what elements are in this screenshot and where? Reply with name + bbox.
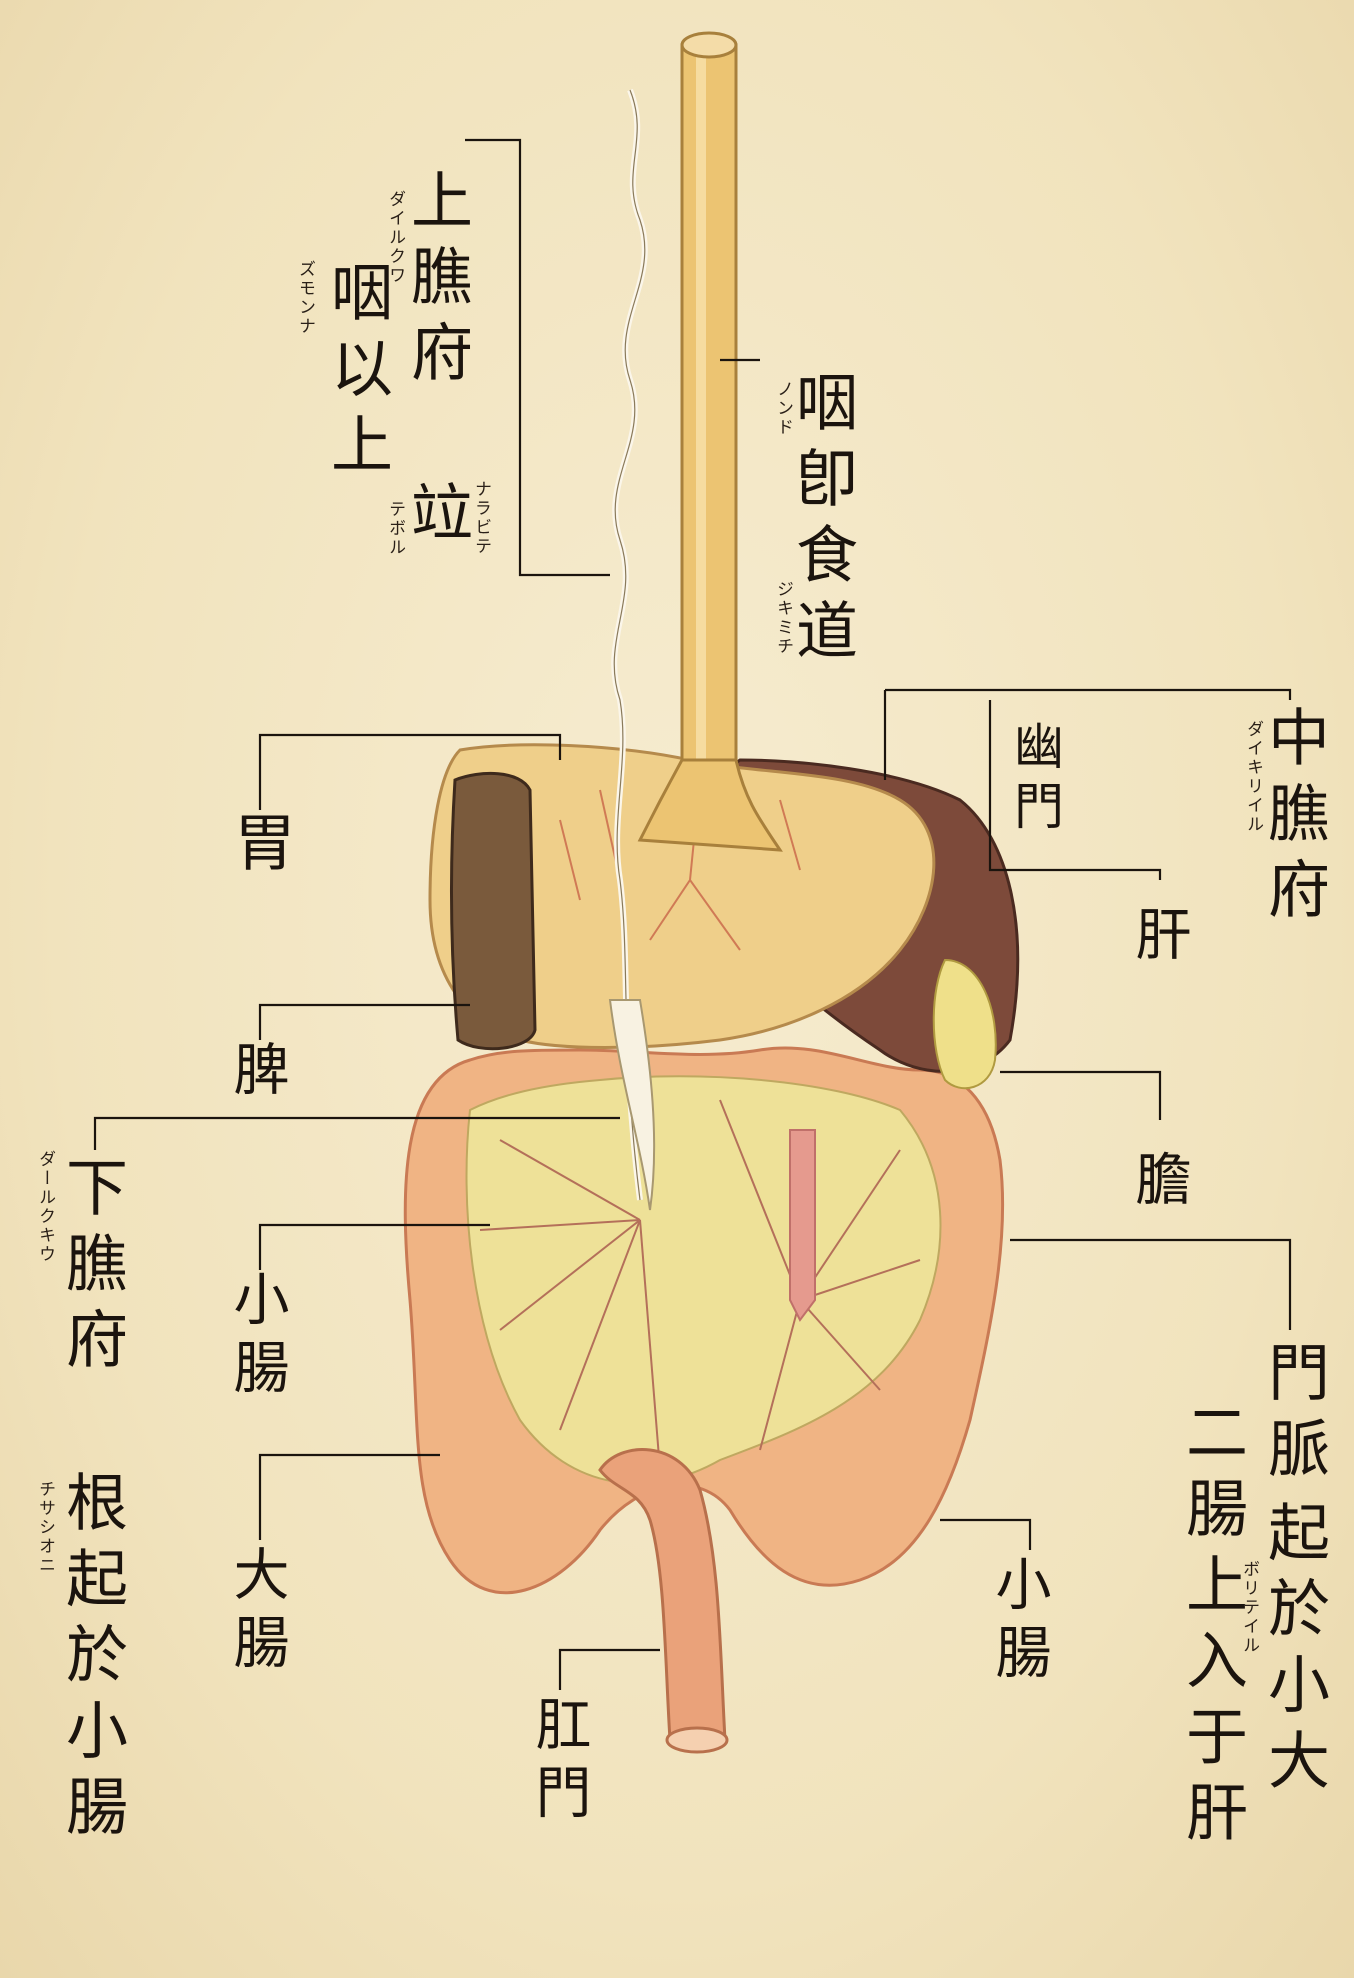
kana-upper-c: テボル [386, 500, 403, 557]
label-small-intestine-left: 小腸 [228, 1270, 284, 1406]
label-middle-jiao: 中膲府 [1262, 705, 1324, 933]
label-lower-origin: 根起於小腸 [60, 1470, 122, 1850]
kana-upper-a: ダイルクワ [386, 190, 403, 285]
label-liver: 肝 [1130, 905, 1186, 973]
spleen-shape [452, 773, 535, 1048]
label-upper-jiao: 上膲府 [405, 168, 467, 396]
esophagus-shape [640, 33, 780, 850]
kana-lower-a: ダールクキウ [36, 1150, 53, 1264]
label-upper-and: 竝 [405, 480, 467, 556]
kana-esophagus-a: ノンド [774, 380, 791, 437]
label-pylorus: 幽門 [1010, 720, 1060, 840]
portal-vein-shape [790, 1130, 815, 1320]
kana-upper-d: ナラビテ [472, 480, 489, 556]
kana-middle: ダイキリイル [1244, 720, 1261, 834]
label-portal-enter-liver: 二腸上入于肝 [1180, 1400, 1242, 1856]
kana-lower-b: チサシオニ [36, 1480, 53, 1575]
label-above-pharynx: 咽以上 [325, 260, 387, 488]
kana-esophagus-b: ジキミチ [774, 580, 791, 656]
kana-upper-b: ズモンナ [296, 260, 313, 336]
label-lower-jiao: 下膲府 [60, 1155, 122, 1383]
label-small-intestine-right: 小腸 [990, 1555, 1046, 1691]
label-stomach: 胃 [228, 810, 290, 886]
label-large-intestine: 大腸 [228, 1545, 284, 1681]
label-portal-vein: 門脈 [1262, 1340, 1324, 1492]
label-anus: 肛門 [530, 1695, 586, 1831]
label-gallbladder: 膽 [1130, 1150, 1186, 1218]
label-portal-origin: 起於小大 [1262, 1500, 1324, 1804]
kana-portal: ボリテイル [1240, 1560, 1257, 1655]
label-esophagus: 咽卽食道 [790, 370, 852, 674]
label-spleen: 脾 [228, 1040, 284, 1108]
